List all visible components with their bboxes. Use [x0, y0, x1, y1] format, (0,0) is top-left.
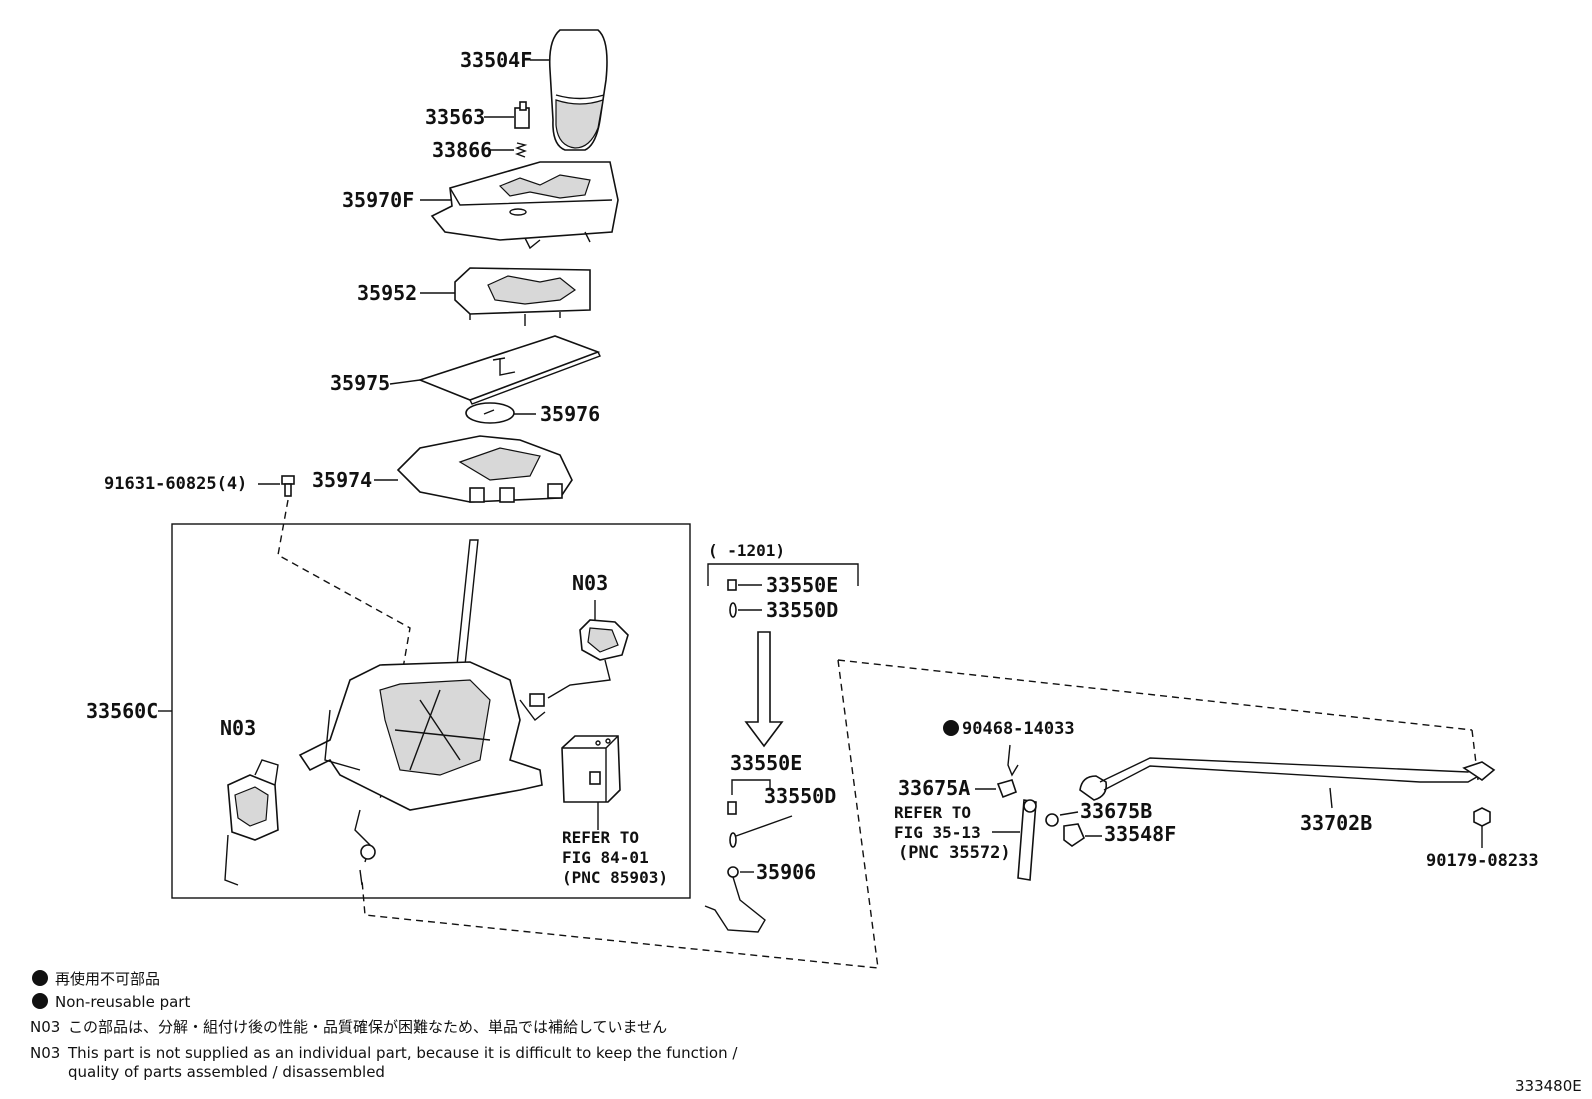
range-bracket	[707, 563, 859, 586]
label-33702B: 33702B	[1300, 811, 1372, 835]
legend-en-nonreusable: Non-reusable part	[55, 993, 190, 1011]
label-33866: 33866	[432, 138, 492, 162]
refer2-line1: REFER TO	[894, 803, 971, 822]
bezel-35974-drawing	[396, 435, 573, 503]
shift-knob-drawing	[548, 29, 608, 151]
label-90179: 90179-08233	[1426, 851, 1539, 871]
label-33563: 33563	[425, 105, 485, 129]
label-33548F: 33548F	[1104, 822, 1176, 846]
harness-35906-drawing	[704, 866, 766, 933]
refer1-line2: FIG 84-01	[562, 848, 649, 867]
legend-n03-en-code: N03	[30, 1044, 60, 1062]
refer1-line1: REFER TO	[562, 828, 639, 847]
bulb-33550D	[729, 832, 737, 848]
label-33550E-top: 33550E	[766, 573, 838, 597]
connector-n03-upper-drawing	[529, 600, 629, 707]
clip-33563-drawing	[514, 101, 530, 129]
label-33675B: 33675B	[1080, 799, 1152, 823]
slide-cover-35975-drawing	[417, 335, 601, 405]
label-33560C: 33560C	[86, 699, 158, 723]
rod-33702B-drawing	[1079, 757, 1496, 801]
bolt-91631-drawing	[281, 475, 295, 497]
label-33550E: 33550E	[730, 751, 802, 775]
label-35970F: 35970F	[342, 188, 414, 212]
dash-outline	[361, 659, 1473, 969]
refer1-line3: (PNC 85903)	[562, 868, 668, 887]
legend-n03-jp-code: N03	[30, 1018, 60, 1036]
leader-35975	[389, 379, 421, 385]
ecu-box-drawing	[561, 735, 621, 830]
indicator-housing-35970F-drawing	[430, 161, 619, 250]
shift-lever-assembly-drawing	[298, 539, 546, 886]
bulb-33550D-top	[729, 602, 737, 618]
label-35976: 35976	[540, 402, 600, 426]
label-33550D-top: 33550D	[766, 598, 838, 622]
washer-33675B	[1045, 813, 1059, 827]
legend-mark-jp	[32, 970, 48, 986]
label-n03-lower: N03	[220, 716, 256, 740]
bulb-33550E	[727, 801, 737, 815]
label-91631: 91631-60825(4)	[104, 474, 247, 494]
disc-35976-drawing	[465, 402, 515, 424]
label-35952: 35952	[357, 281, 417, 305]
range-label: ( -1201)	[708, 541, 785, 560]
down-arrow	[744, 631, 784, 748]
nonreusable-mark-90468	[943, 720, 959, 736]
legend-n03-jp: この部品は、分解・組付け後の性能・品質確保が困難なため、単品では補給していません	[68, 1018, 667, 1036]
legend-jp-nonreusable: 再使用不可部品	[55, 970, 160, 988]
label-35975: 35975	[330, 371, 390, 395]
legend-n03-en-line2: quality of parts assembled / disassemble…	[68, 1063, 385, 1081]
label-n03-upper: N03	[572, 571, 608, 595]
pin-33675A	[996, 779, 1018, 799]
spring-33866-drawing	[515, 142, 528, 158]
plate-35952-drawing	[454, 267, 591, 326]
label-35906: 35906	[756, 860, 816, 884]
label-33504F: 33504F	[460, 48, 532, 72]
lever-drawing	[1017, 799, 1037, 881]
refer2-line3: (PNC 35572)	[898, 843, 1011, 863]
figure-id: 333480E	[1515, 1077, 1582, 1095]
legend-n03-en-line1: This part is not supplied as an individu…	[67, 1044, 738, 1062]
bulb-33550E-top	[727, 579, 737, 591]
switch-n03-lower-drawing	[224, 759, 279, 886]
label-33550D: 33550D	[764, 784, 836, 808]
bushing-33548F	[1063, 823, 1085, 847]
label-35974: 35974	[312, 468, 372, 492]
label-90468: 90468-14033	[962, 719, 1075, 739]
pin-90468	[1007, 744, 1019, 777]
legend-mark-en	[32, 993, 48, 1009]
nut-90179	[1473, 807, 1491, 827]
refer2-line2: FIG 35-13	[894, 823, 981, 842]
label-33675A: 33675A	[898, 776, 970, 800]
